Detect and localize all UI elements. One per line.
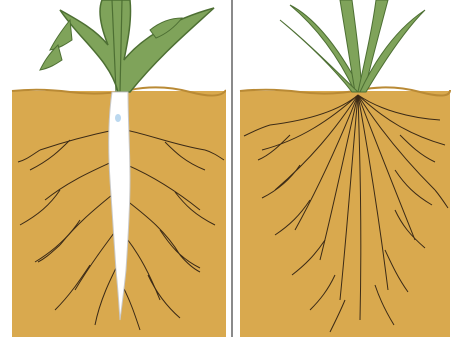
fibrous-panel xyxy=(240,0,450,337)
taproot-highlight xyxy=(115,114,121,122)
taproot-panel xyxy=(12,0,226,337)
